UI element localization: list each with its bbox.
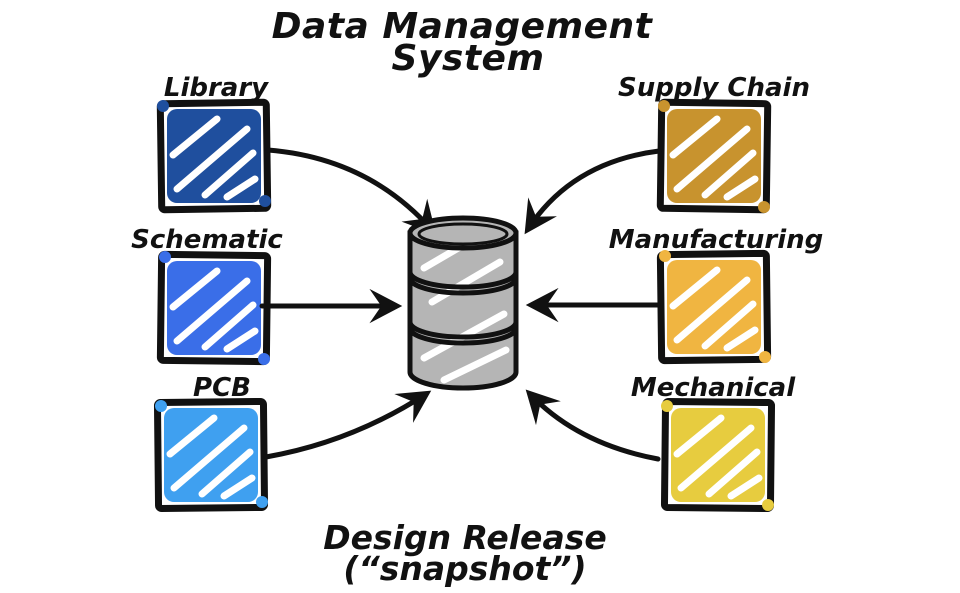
node-mechanical-label: Mechanical	[631, 373, 796, 403]
node-pcb-corner-dot	[256, 496, 268, 508]
arrow-supply-chain-to-database	[524, 148, 662, 235]
database-lid-inner-rim	[417, 222, 509, 246]
footer-caption-line2: (“snapshot”)	[343, 549, 586, 588]
node-manufacturing: Manufacturing	[609, 225, 824, 365]
node-mechanical-frame	[660, 397, 776, 513]
database-separator	[407, 321, 519, 340]
arrow-pcb-to-database	[263, 390, 432, 460]
node-manufacturing-label: Manufacturing	[609, 225, 824, 255]
database-cylinder-icon	[407, 215, 519, 391]
node-schematic-corner-dot	[159, 251, 171, 263]
node-supply-chain-frame	[656, 98, 772, 214]
node-supply-chain-corner-dot	[758, 201, 770, 213]
node-pcb-frame	[153, 397, 269, 513]
database-body	[407, 230, 519, 391]
node-mechanical-corner-dot	[661, 400, 673, 412]
node-supply-chain: Supply Chain	[618, 73, 810, 214]
database-separator	[407, 277, 519, 296]
node-pcb: PCB	[153, 373, 269, 513]
arrow-mechanical-to-database	[525, 389, 661, 462]
node-library-corner-dot	[259, 195, 271, 207]
arrows	[259, 147, 662, 462]
node-pcb-corner-dot	[155, 400, 167, 412]
node-manufacturing-frame	[656, 249, 772, 365]
node-mechanical: Mechanical	[631, 373, 796, 513]
node-library: Library	[156, 73, 272, 214]
node-supply-chain-label: Supply Chain	[618, 73, 810, 103]
node-supply-chain-corner-dot	[658, 100, 670, 112]
node-library-label: Library	[164, 73, 269, 103]
diagram-title-line2: System	[392, 38, 545, 79]
node-schematic-frame	[156, 250, 272, 366]
node-pcb-label: PCB	[193, 373, 251, 403]
node-library-frame	[156, 98, 272, 214]
arrow-library-to-database	[265, 147, 437, 235]
footer-caption-line1: Design Release	[323, 518, 606, 557]
node-manufacturing-corner-dot	[659, 250, 671, 262]
diagram-title-line1: Data Management	[272, 6, 654, 47]
node-schematic-corner-dot	[258, 353, 270, 365]
node-mechanical-corner-dot	[762, 499, 774, 511]
node-schematic-label: Schematic	[131, 225, 283, 255]
database-separator	[407, 271, 519, 290]
node-library-corner-dot	[157, 100, 169, 112]
node-schematic: Schematic	[131, 225, 283, 366]
node-manufacturing-corner-dot	[759, 351, 771, 363]
database-separator	[407, 327, 519, 346]
